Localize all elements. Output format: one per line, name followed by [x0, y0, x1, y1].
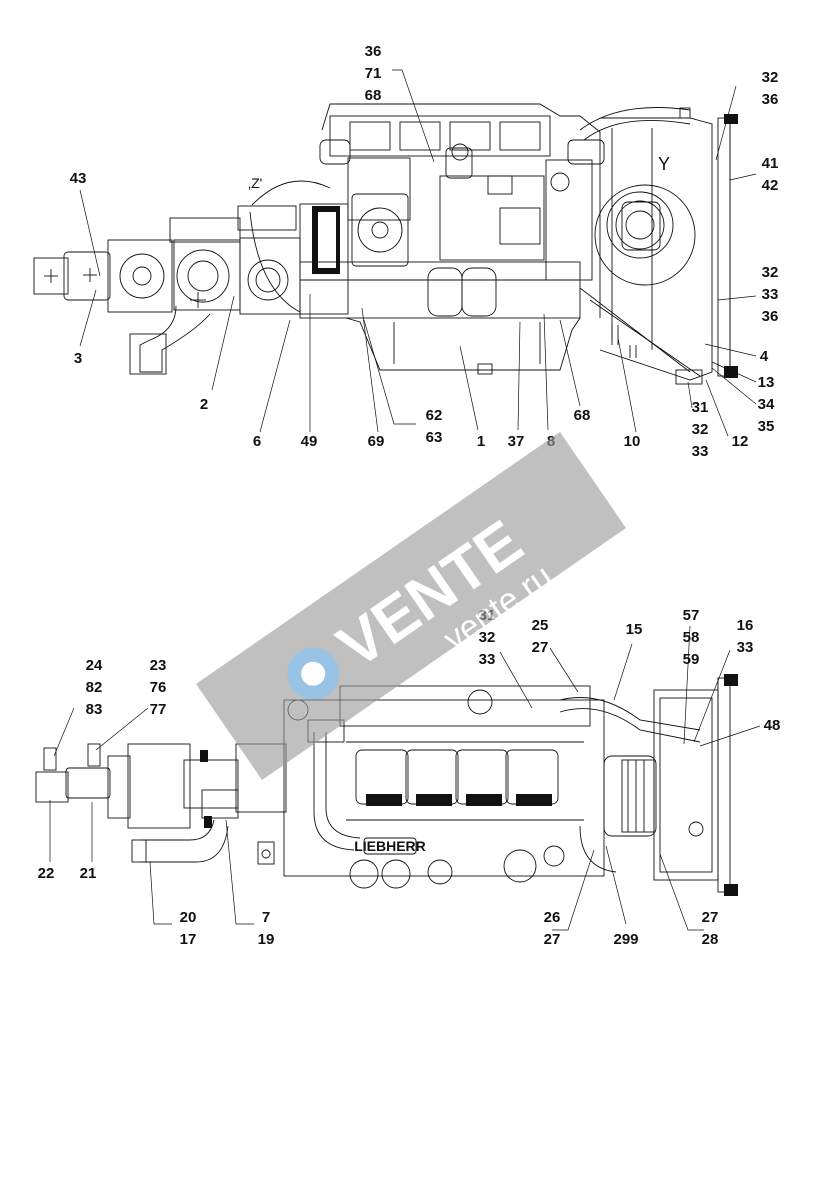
callout-label: 49	[301, 433, 318, 450]
callout-label: 68	[365, 87, 382, 104]
callout-label: 77	[150, 701, 167, 718]
callout-label: 69	[368, 433, 385, 450]
callout-label: 19	[258, 931, 275, 948]
callout-label: 1	[477, 433, 485, 450]
callout-label: 48	[764, 717, 781, 734]
callout-label: 28	[702, 931, 719, 948]
callout-label: 68	[574, 407, 591, 424]
callout-label: 6	[253, 433, 261, 450]
callout-label: 62	[426, 407, 443, 424]
leader-lines	[49, 69, 761, 931]
callout-label: 10	[624, 433, 641, 450]
callout-label: 34	[758, 396, 775, 413]
callout-label: 76	[150, 679, 167, 696]
view-marker-z: ‚Z'	[248, 175, 262, 191]
callout-label: 20	[180, 909, 197, 926]
callout-label: 36	[762, 308, 779, 325]
callout-label: 299	[613, 931, 638, 948]
top-view-callouts: 36 71 68 32 36 41 42 32 33 36 4 13 34 35…	[70, 43, 779, 460]
callout-label: 63	[426, 429, 443, 446]
callout-label: 17	[180, 931, 197, 948]
callout-label: 25	[532, 617, 549, 634]
brand-plate: LIEBHERR	[354, 838, 426, 854]
callout-label: 23	[150, 657, 167, 674]
callout-label: 15	[626, 621, 643, 638]
callout-label: 35	[758, 418, 775, 435]
callout-label: 82	[86, 679, 103, 696]
callout-label: 3	[74, 350, 82, 367]
callout-label: 27	[702, 909, 719, 926]
callout-label: 37	[508, 433, 525, 450]
callout-label: 27	[532, 639, 549, 656]
callout-label: 24	[86, 657, 103, 674]
callout-label: 32	[479, 629, 496, 646]
callout-label: 36	[365, 43, 382, 60]
callout-label: 83	[86, 701, 103, 718]
callout-label: 59	[683, 651, 700, 668]
callout-label: 33	[692, 443, 709, 460]
callout-label: 12	[732, 433, 749, 450]
engine-top-view: LIEBHERR	[35, 674, 738, 896]
callout-label: 43	[70, 170, 87, 187]
callout-label: 32	[692, 421, 709, 438]
callout-label: 7	[262, 909, 270, 926]
callout-label: 22	[38, 865, 55, 882]
callout-label: 33	[737, 639, 754, 656]
callout-label: 27	[544, 931, 561, 948]
callout-label: 33	[479, 651, 496, 668]
watermark: VENTE vente.ru	[196, 432, 626, 780]
callout-label: 71	[365, 65, 382, 82]
engine-side-view	[33, 103, 738, 385]
callout-label: 16	[737, 617, 754, 634]
callout-label: 41	[762, 155, 779, 172]
callout-label: 36	[762, 91, 779, 108]
view-marker-y: Y	[658, 154, 670, 174]
callout-label: 13	[758, 374, 775, 391]
callout-label: 33	[762, 286, 779, 303]
callout-label: 21	[80, 865, 97, 882]
callout-label: 2	[200, 396, 208, 413]
callout-label: 32	[762, 264, 779, 281]
callout-label: 58	[683, 629, 700, 646]
callout-label: 4	[760, 348, 769, 365]
callout-label: 42	[762, 177, 779, 194]
callout-label: 32	[762, 69, 779, 86]
callout-label: 57	[683, 607, 700, 624]
callout-label: 26	[544, 909, 561, 926]
callout-label: 31	[692, 399, 709, 416]
